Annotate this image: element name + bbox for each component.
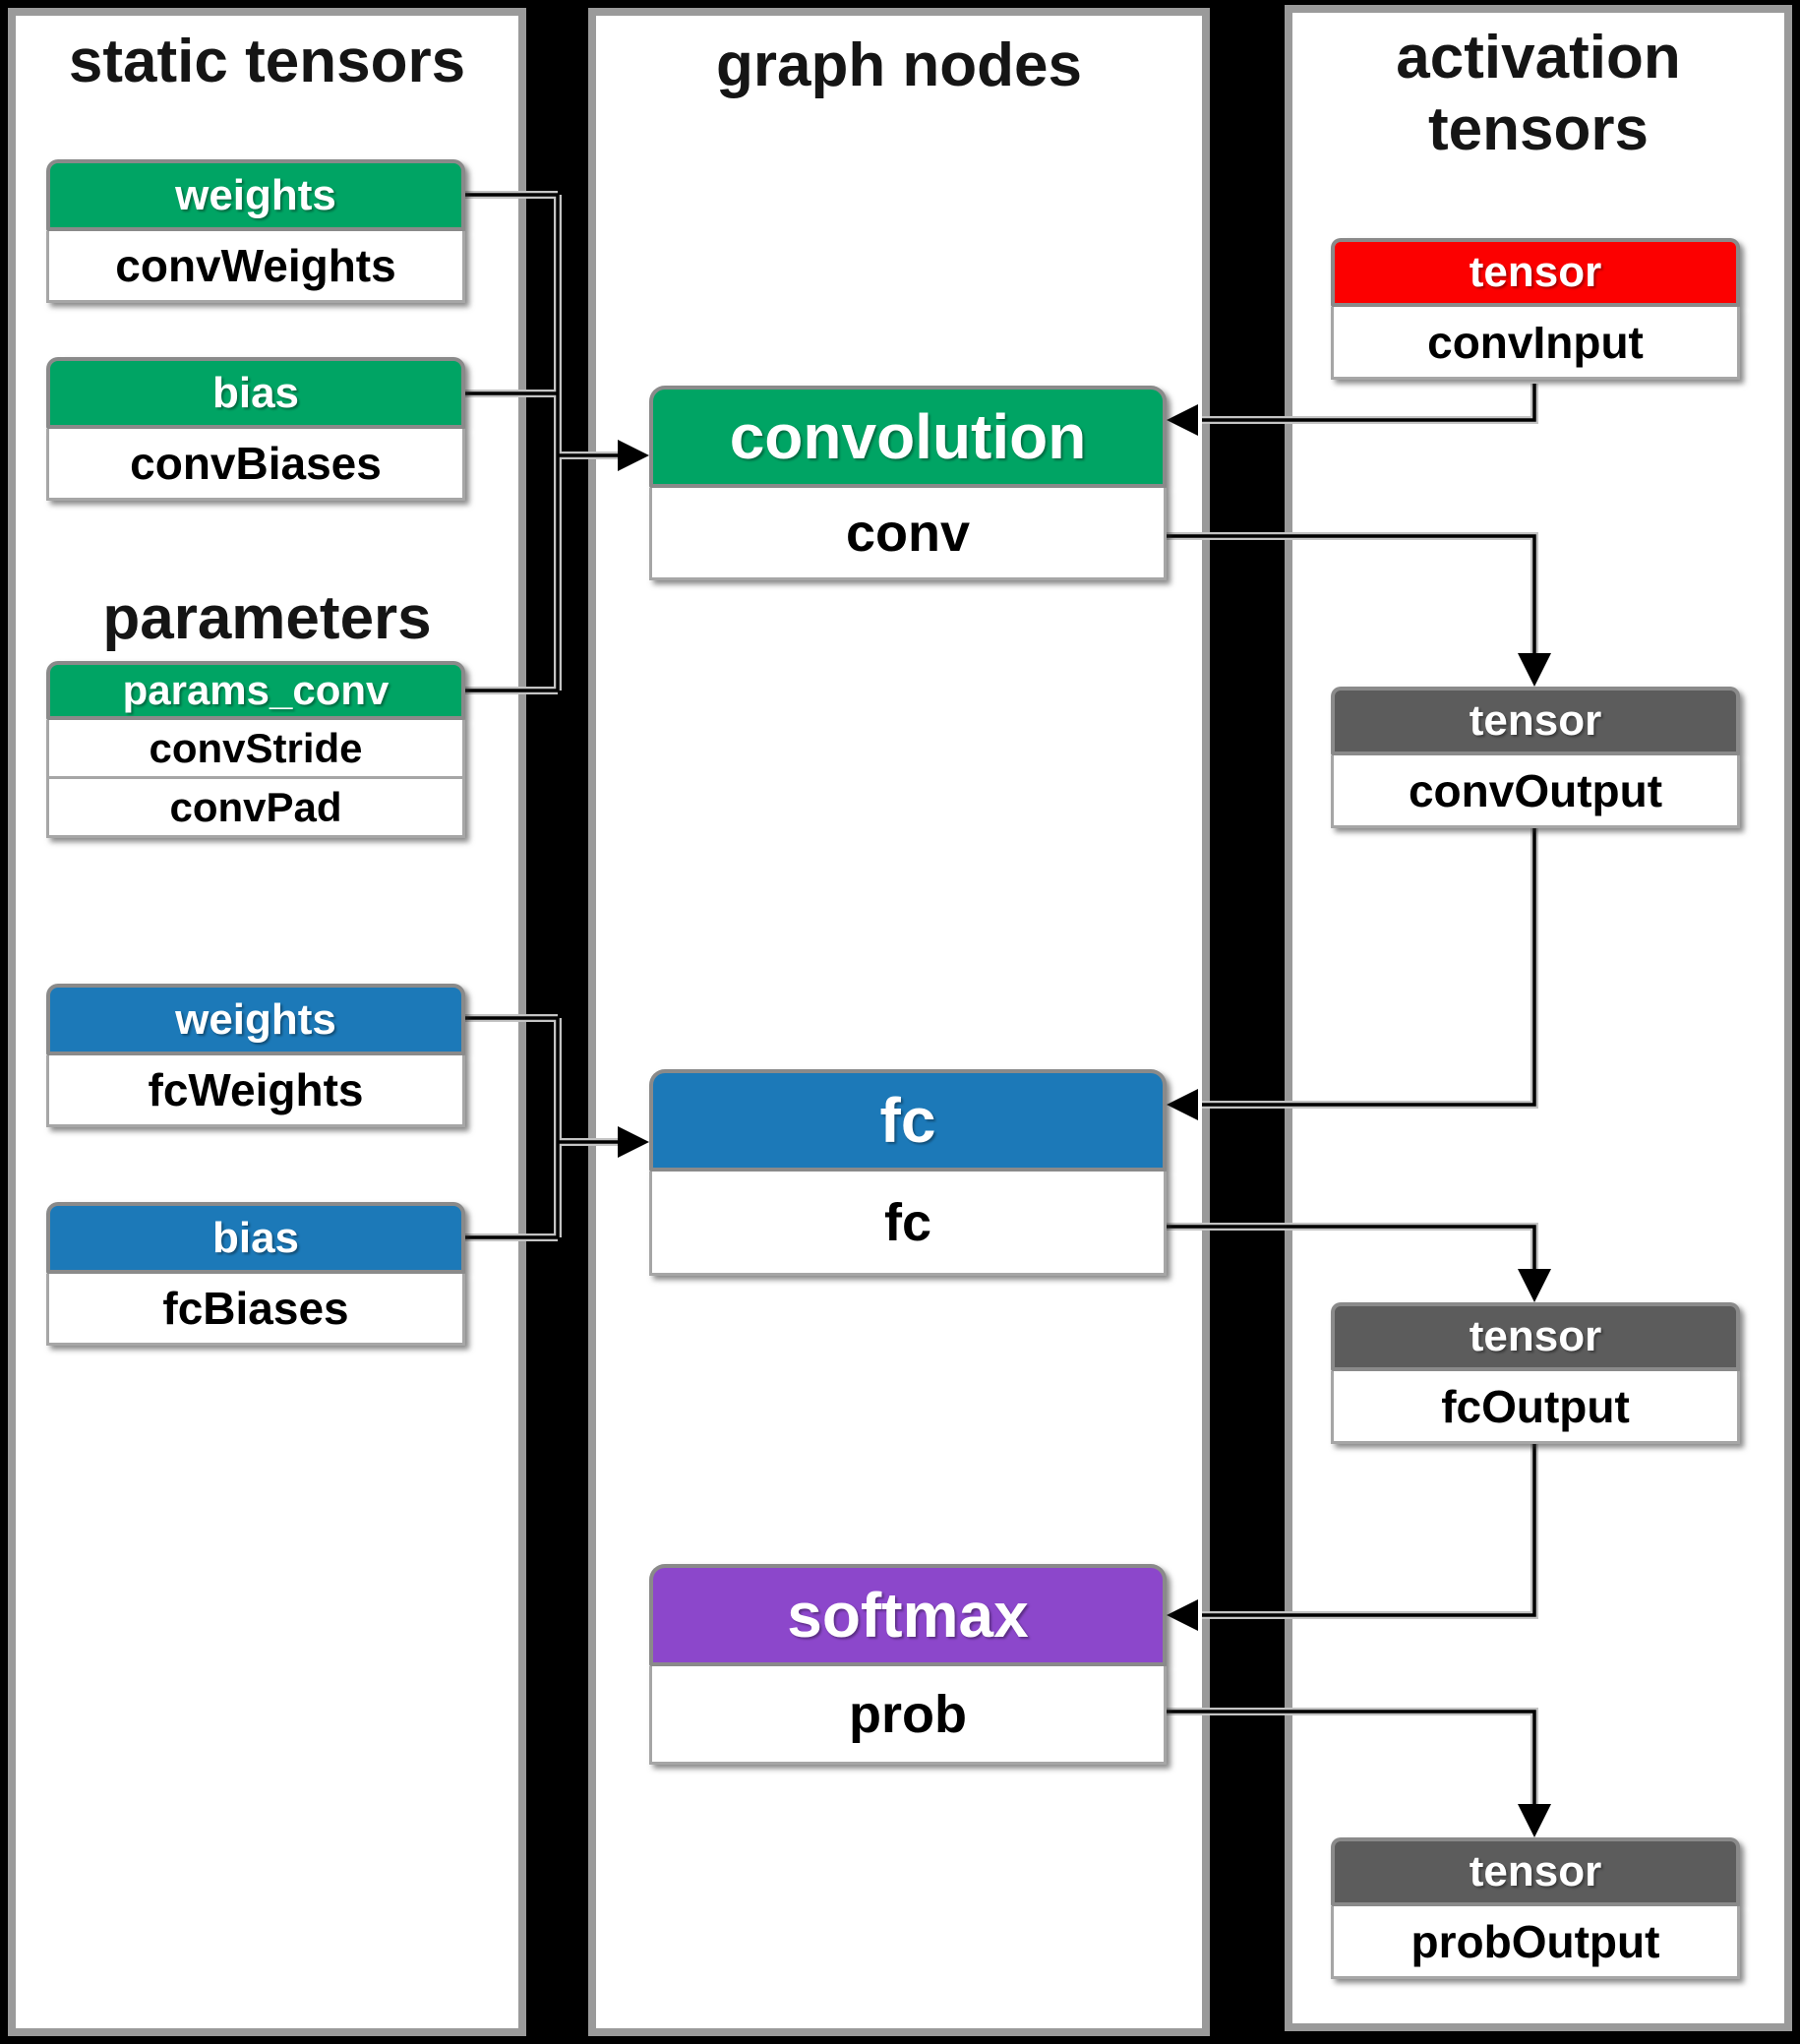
arrowhead-into-proboutput xyxy=(1518,1804,1551,1837)
box-proboutput-name: probOutput xyxy=(1331,1906,1740,1979)
wire-arrowheads xyxy=(618,404,1551,1837)
arrowhead-into-conv-right xyxy=(1167,404,1198,436)
box-convoutput-header: tensor xyxy=(1331,687,1740,755)
box-params-conv-header: params_conv xyxy=(46,661,465,720)
wire-prob-to-proboutput xyxy=(1167,1710,1536,1806)
wire-fc-to-fcoutput xyxy=(1167,1225,1536,1271)
box-conv-bias: bias convBiases xyxy=(46,357,465,501)
box-fc-bias-name: fcBiases xyxy=(46,1274,465,1346)
arrowhead-into-fcoutput xyxy=(1518,1269,1551,1302)
box-convoutput: tensor convOutput xyxy=(1331,687,1740,828)
box-params-conv-stride: convStride xyxy=(46,720,465,779)
box-conv-weights-header: weights xyxy=(46,159,465,231)
box-fc-weights-header: weights xyxy=(46,984,465,1055)
box-convinput-name: convInput xyxy=(1331,307,1740,380)
box-proboutput-header: tensor xyxy=(1331,1837,1740,1906)
title-static-tensors: static tensors xyxy=(68,28,466,95)
title-activation-tensors: activation tensors xyxy=(1285,22,1792,165)
arrowhead-into-fc-right xyxy=(1167,1089,1198,1120)
box-conv-weights-name: convWeights xyxy=(46,231,465,303)
box-fc-bias-header: bias xyxy=(46,1202,465,1274)
box-convinput: tensor convInput xyxy=(1331,238,1740,380)
node-convolution: convolution conv xyxy=(649,386,1167,580)
title-activation-line2: tensors xyxy=(1428,95,1649,164)
wire-lines xyxy=(465,193,1536,1806)
heading-parameters: parameters xyxy=(102,584,432,652)
title-graph-nodes: graph nodes xyxy=(715,31,1083,99)
wire-convoutput-to-fc xyxy=(1202,828,1536,1107)
box-fc-bias: bias fcBiases xyxy=(46,1202,465,1346)
wire-conv-to-convoutput xyxy=(1167,534,1536,655)
title-activation-line1: activation xyxy=(1396,24,1681,91)
node-fc-label: fc xyxy=(649,1172,1167,1276)
box-fcoutput: tensor fcOutput xyxy=(1331,1302,1740,1444)
box-fc-weights-name: fcWeights xyxy=(46,1055,465,1127)
node-convolution-header: convolution xyxy=(649,386,1167,488)
node-fc: fc fc xyxy=(649,1069,1167,1276)
node-softmax-label: prob xyxy=(649,1666,1167,1765)
node-softmax-header: softmax xyxy=(649,1564,1167,1666)
box-convoutput-name: convOutput xyxy=(1331,755,1740,828)
box-fcoutput-name: fcOutput xyxy=(1331,1371,1740,1444)
box-params-conv-pad: convPad xyxy=(46,779,465,838)
node-fc-header: fc xyxy=(649,1069,1167,1172)
arrowhead-into-conv-left xyxy=(618,440,649,471)
arrowhead-into-convoutput xyxy=(1518,653,1551,687)
wire-fcoutput-to-softmax xyxy=(1202,1444,1536,1617)
box-convinput-header: tensor xyxy=(1331,238,1740,307)
box-fcoutput-header: tensor xyxy=(1331,1302,1740,1371)
node-softmax: softmax prob xyxy=(649,1564,1167,1765)
arrowhead-into-fc-left xyxy=(618,1126,649,1158)
wire-convinput-to-conv xyxy=(1202,384,1536,422)
box-conv-bias-header: bias xyxy=(46,357,465,429)
box-conv-weights: weights convWeights xyxy=(46,159,465,303)
arrowhead-into-softmax-right xyxy=(1167,1599,1198,1631)
box-fc-weights: weights fcWeights xyxy=(46,984,465,1127)
node-convolution-label: conv xyxy=(649,488,1167,580)
box-params-conv: params_conv convStride convPad xyxy=(46,661,465,838)
box-conv-bias-name: convBiases xyxy=(46,429,465,501)
box-proboutput: tensor probOutput xyxy=(1331,1837,1740,1979)
